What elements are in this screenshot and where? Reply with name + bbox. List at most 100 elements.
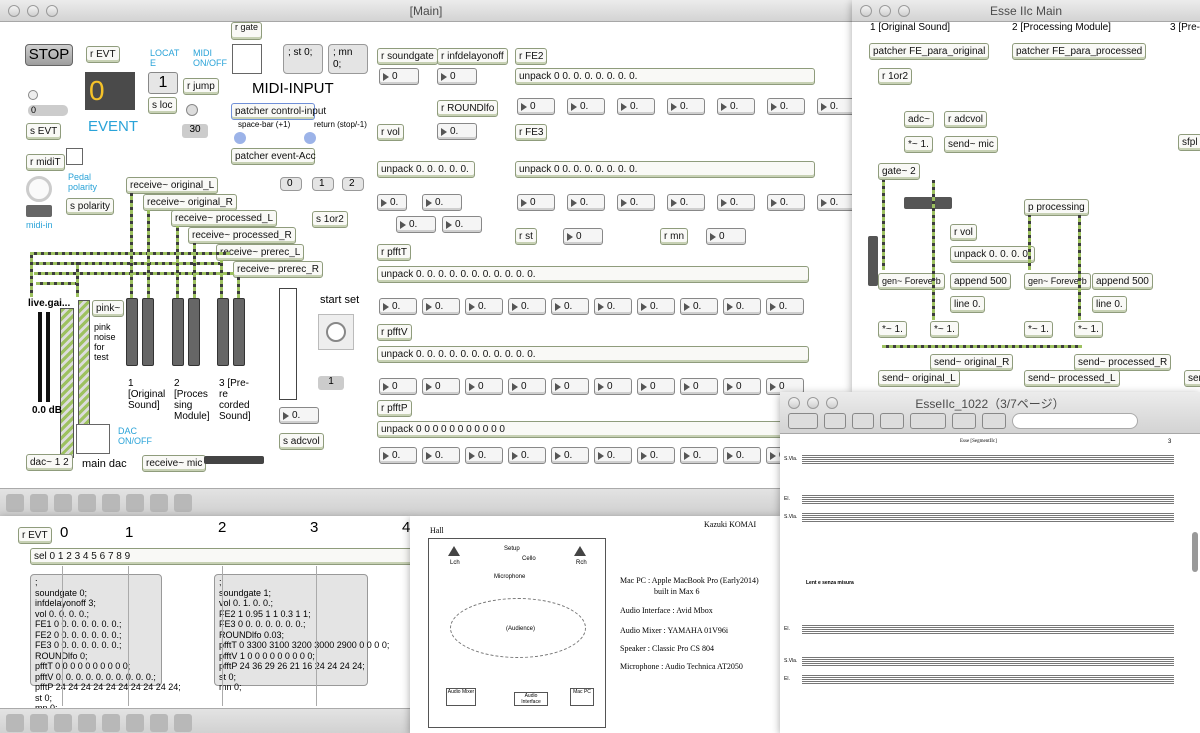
s-1or2[interactable]: s 1or2 (312, 211, 348, 228)
send-processed-r[interactable]: send~ processed_R (1074, 354, 1172, 371)
r-roundlfo[interactable]: r ROUNDlfo (437, 100, 499, 117)
vol-num[interactable]: 0. (442, 216, 482, 233)
unpack-pfftp[interactable]: unpack 0 0 0 0 0 0 0 0 0 0 0 (377, 421, 809, 438)
vol-num[interactable]: 0. (422, 194, 462, 211)
pink-noise[interactable]: pink~ (92, 300, 125, 317)
number-box[interactable]: 0. (422, 447, 460, 464)
number-box[interactable]: 0. (379, 298, 417, 315)
evt-toggle[interactable] (28, 90, 38, 100)
mul-1[interactable]: *~ 1. (904, 136, 933, 153)
proc-l-slider[interactable] (172, 298, 184, 366)
number-box[interactable]: 0. (617, 98, 655, 115)
zoom-out-icon[interactable] (824, 413, 846, 429)
number-box[interactable]: 0 (594, 378, 632, 395)
soundgate-num[interactable]: 0 (379, 68, 419, 85)
title-bar[interactable]: [Main] (0, 0, 852, 22)
event-1-message[interactable]: ;soundgate 1;vol 0. 1. 0. 0.;FE2 1 0.95 … (214, 574, 389, 692)
receive-mic[interactable]: receive~ mic (142, 455, 207, 472)
number-box[interactable]: 0. (465, 298, 503, 315)
s-evt[interactable]: s EVT (26, 123, 62, 140)
number-box[interactable]: 0 (551, 378, 589, 395)
send-mic[interactable]: send~ mic (944, 136, 998, 153)
send-original-l[interactable]: send~ original_L (878, 370, 960, 387)
number-box[interactable]: 0. (637, 447, 675, 464)
number-box[interactable]: 0. (422, 298, 460, 315)
r-pfftv[interactable]: r pfftV (377, 324, 412, 341)
number-box[interactable]: 0. (680, 447, 718, 464)
s-adcvol[interactable]: s adcvol (279, 433, 324, 450)
zoom-icon[interactable] (46, 5, 58, 17)
receive-original-l[interactable]: receive~ original_L (126, 177, 219, 194)
adcvol-number[interactable]: 0. (279, 407, 319, 424)
mul-proc[interactable]: *~ 1. (1024, 321, 1053, 338)
dac-object[interactable]: dac~ 1 2 (26, 454, 73, 471)
number-box[interactable]: 0. (723, 298, 761, 315)
append-500-1[interactable]: append 500 (950, 273, 1011, 290)
r-pfftp[interactable]: r pfftP (377, 400, 412, 417)
event-0-message[interactable]: ;soundgate 0;infdelayonoff 3;vol 0. 0. 0… (30, 574, 181, 713)
prerec-l-slider[interactable] (217, 298, 229, 366)
patcher-event-acc[interactable]: patcher event-Acc (231, 148, 316, 165)
return-bang[interactable] (304, 132, 316, 144)
r-fe2[interactable]: r FE2 (515, 48, 548, 65)
debug-icon[interactable] (78, 493, 96, 512)
gen-foreverb-1[interactable]: gen~ Foreverb (878, 273, 945, 290)
sidebar-icon[interactable] (788, 413, 818, 429)
midi-dial[interactable] (26, 176, 52, 202)
r-1or2[interactable]: r 1or2 (878, 68, 913, 85)
rotate-icon[interactable] (952, 413, 976, 429)
send-original-r[interactable]: send~ original_R (930, 354, 1014, 371)
gate-bang[interactable] (232, 44, 262, 74)
mul-proc-r[interactable]: *~ 1. (1074, 321, 1103, 338)
mul-orig-r[interactable]: *~ 1. (930, 321, 959, 338)
number-box[interactable]: 0. (594, 447, 632, 464)
number-box[interactable]: 0 (465, 378, 503, 395)
st-num[interactable]: 0 (563, 228, 603, 245)
close-icon[interactable] (8, 5, 20, 17)
orig-l-slider[interactable] (126, 298, 138, 366)
number-box[interactable]: 0. (667, 98, 705, 115)
unpack-pfftv[interactable]: unpack 0. 0. 0. 0. 0. 0. 0. 0. 0. 0. 0. (377, 346, 809, 363)
minimize-icon[interactable] (807, 397, 819, 409)
s-polarity[interactable]: s polarity (66, 198, 115, 215)
gate-2[interactable]: gate~ 2 (878, 163, 920, 180)
roundlfo-num[interactable]: 0. (437, 123, 477, 140)
r-st[interactable]: r st (515, 228, 537, 245)
number-box[interactable]: 0. (508, 298, 546, 315)
receive-original-r[interactable]: receive~ original_R (143, 194, 237, 211)
mul-orig[interactable]: *~ 1. (878, 321, 907, 338)
orig-r-slider[interactable] (142, 298, 154, 366)
presentation-icon[interactable] (30, 713, 48, 732)
r-infdelayonoff[interactable]: r infdelayonoff (437, 48, 508, 65)
p-processing[interactable]: p processing (1024, 199, 1089, 216)
number-box[interactable]: 0. (767, 98, 805, 115)
receive-processed-l[interactable]: receive~ processed_L (171, 210, 278, 227)
number-box[interactable]: 0 (422, 378, 460, 395)
presentation-icon[interactable] (30, 493, 48, 512)
prerec-r-slider[interactable] (233, 298, 245, 366)
number-box[interactable]: 0. (717, 98, 755, 115)
adc[interactable]: adc~ (904, 111, 934, 128)
number-box[interactable]: 0 (637, 378, 675, 395)
r-gate[interactable]: r gate (231, 22, 263, 40)
infdelay-num[interactable]: 0 (437, 68, 477, 85)
mn-0-message[interactable]: ; mn 0; (328, 44, 368, 74)
send-processed-l[interactable]: send~ processed_L (1024, 370, 1120, 387)
r-soundgate[interactable]: r soundgate (377, 48, 438, 65)
r-evt[interactable]: r EVT (18, 527, 52, 544)
path-icon[interactable] (126, 713, 144, 732)
r-evt[interactable]: r EVT (86, 46, 120, 63)
path-icon[interactable] (126, 493, 144, 512)
number-box[interactable]: 0. (567, 194, 605, 211)
minimize-icon[interactable] (879, 5, 891, 17)
number-box[interactable]: 0. (817, 194, 852, 211)
number-box[interactable]: 0. (465, 447, 503, 464)
locate-number[interactable]: 1 (148, 72, 178, 94)
number-box[interactable]: 0. (717, 194, 755, 211)
st-0-message[interactable]: ; st 0; (283, 44, 323, 74)
number-box[interactable]: 0. (767, 194, 805, 211)
number-box[interactable]: 0. (594, 298, 632, 315)
object-palette-icon[interactable] (54, 713, 72, 732)
r-jump[interactable]: r jump (183, 78, 219, 95)
patcher-fe-processed[interactable]: patcher FE_para_processed (1012, 43, 1147, 60)
